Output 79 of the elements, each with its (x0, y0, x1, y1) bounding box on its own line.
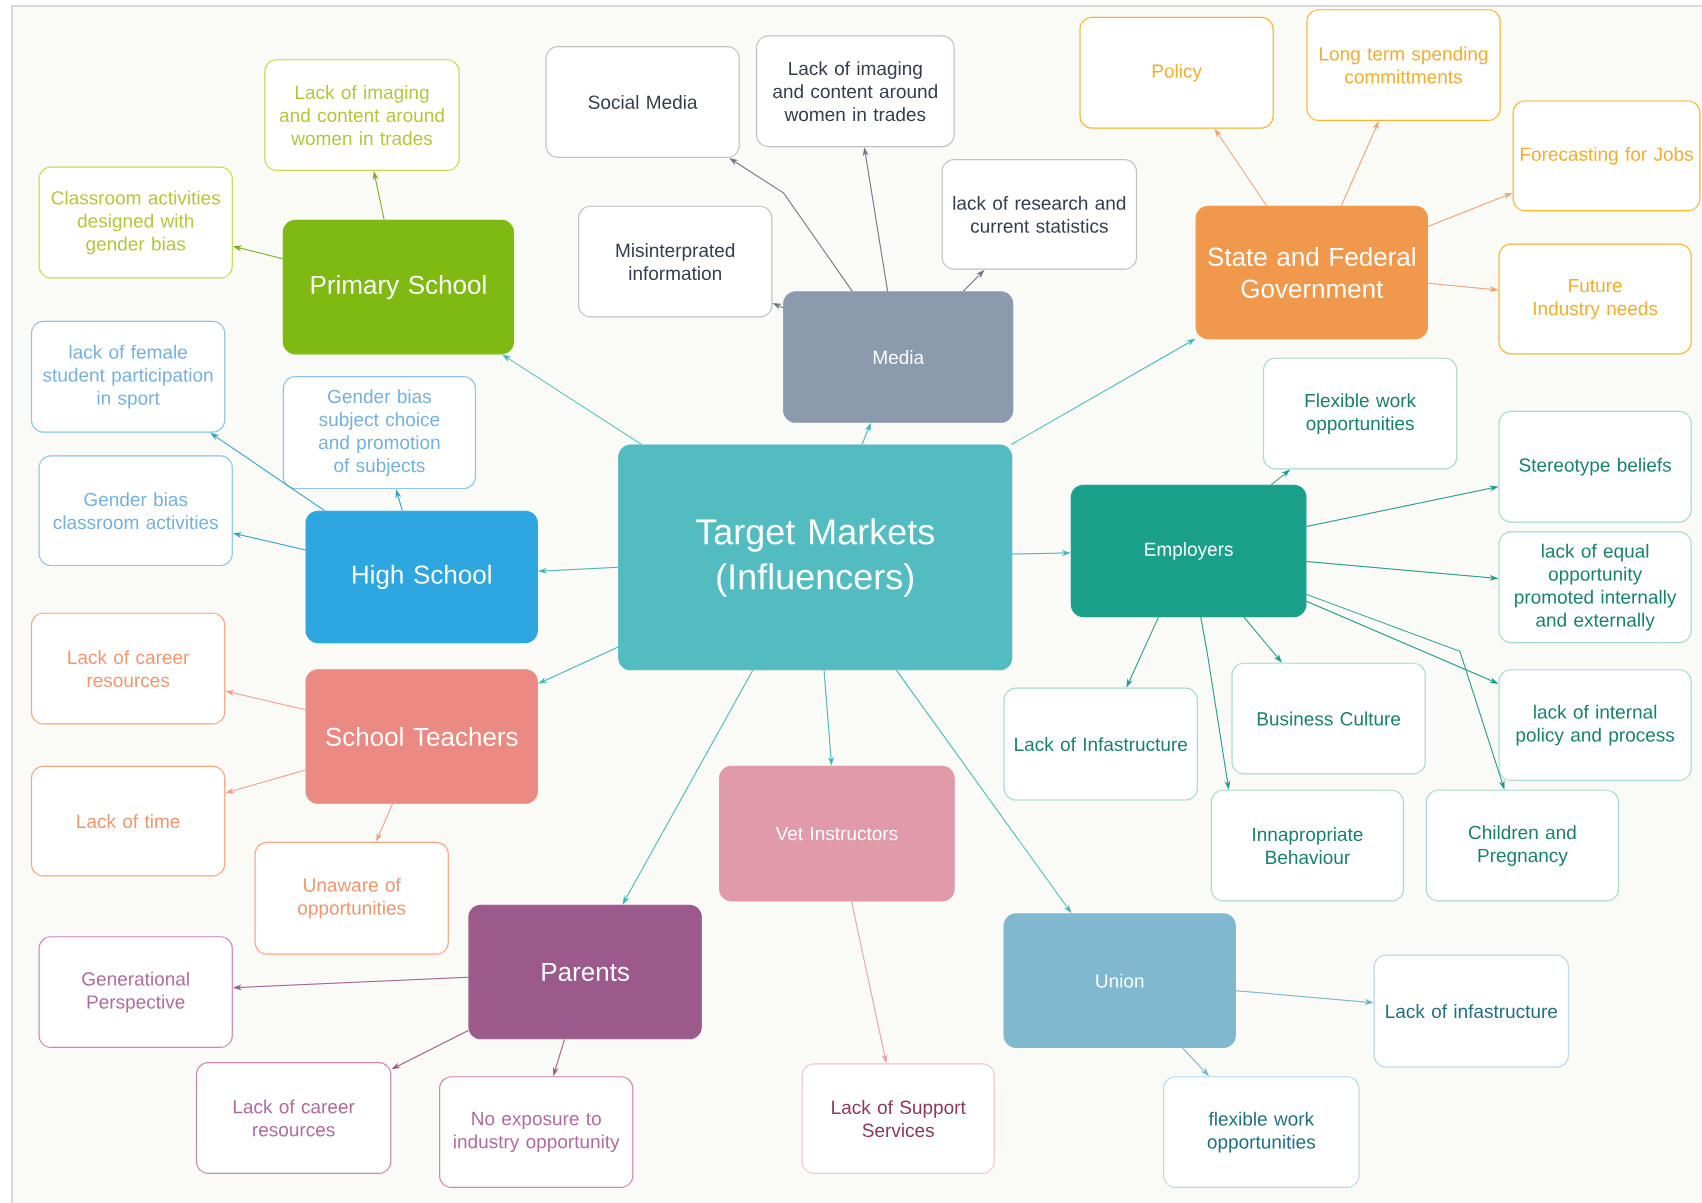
arrow (773, 303, 784, 309)
issue-box: Unaware of opportunities (254, 841, 449, 955)
issue-box: Generational Perspective (38, 936, 233, 1049)
issue-box: Lack of imaging and content around women in trades (264, 59, 460, 172)
issue-box: lack of female student participation in sport (30, 320, 226, 433)
arrow (962, 270, 984, 292)
arrow (233, 532, 306, 551)
arrow (896, 669, 1072, 913)
arrow (622, 669, 754, 904)
arrow (395, 490, 403, 512)
arrow (1182, 1047, 1209, 1076)
category-box: Union (1003, 913, 1236, 1049)
issue-box: Lack of career resources (195, 1062, 392, 1174)
arrow (1427, 282, 1498, 292)
issue-box: lack of equal opportunity promoted internally and externally (1498, 531, 1692, 644)
issue-box: Children and Pregnancy (1425, 789, 1620, 902)
arrow (1200, 616, 1230, 789)
issue-box: Long term spending committments (1306, 9, 1501, 122)
issue-box: Lack of Infastructure (1003, 687, 1198, 801)
arrow (553, 1038, 566, 1076)
arrow (538, 646, 619, 684)
issue-box: Lack of imaging and content around women in trades (755, 35, 955, 148)
arrow (234, 976, 469, 990)
category-box: State and Federal Government (1195, 205, 1428, 340)
arrow (1235, 990, 1373, 1005)
arrow (851, 901, 888, 1063)
category-box: Primary School (282, 219, 515, 355)
issue-box: Lack of Support Services (801, 1063, 995, 1174)
issue-box: Misinterprated information (578, 205, 773, 318)
arrow (1305, 485, 1498, 528)
issue-box: Policy (1079, 16, 1274, 129)
arrow (539, 566, 619, 574)
category-box: Parents (468, 904, 702, 1040)
arrow (1270, 470, 1290, 486)
arrow (210, 433, 326, 512)
arrow (1126, 616, 1159, 687)
arrow (863, 148, 889, 292)
arrow (226, 769, 306, 794)
arrow (392, 1030, 469, 1069)
issue-box: Stereotype beliefs (1498, 410, 1692, 523)
arrow (373, 172, 385, 221)
category-box: School Teachers (305, 669, 538, 804)
issue-box: Gender bias classroom activities (38, 455, 233, 567)
issue-box: Classroom activities designed with gender bias (38, 166, 233, 279)
issue-box: Innapropriate Behaviour (1210, 789, 1405, 902)
arrow (1243, 616, 1282, 662)
arrow (861, 423, 871, 445)
issue-box: Gender bias subject choice and promotion of subjects (282, 376, 477, 490)
issue-box: Future Industry needs (1498, 243, 1692, 355)
arrow (502, 354, 642, 445)
category-box: Media (783, 291, 1014, 423)
arrow (1305, 600, 1498, 684)
issue-box: Lack of time (30, 765, 226, 877)
issue-box: No exposure to industry opportunity (439, 1076, 634, 1189)
issue-box: Flexible work opportunities (1262, 357, 1458, 470)
category-box: Employers (1070, 484, 1307, 618)
arrow (226, 690, 306, 711)
arrow (1011, 550, 1070, 556)
arrow (1340, 122, 1379, 207)
arrow (233, 245, 284, 260)
issue-box: Business Culture (1231, 662, 1426, 775)
arrow (729, 158, 853, 292)
arrow (1427, 193, 1512, 227)
issue-box: Lack of infastructure (1373, 954, 1570, 1068)
arrow (1305, 560, 1498, 581)
issue-box: flexible work opportunities (1163, 1076, 1360, 1189)
issue-box: Social Media (545, 46, 740, 158)
arrow (1214, 129, 1268, 207)
issue-box: lack of research and current statistics (941, 159, 1138, 270)
issue-box: Forecasting for Jobs (1512, 100, 1701, 212)
category-box: High School (305, 510, 538, 644)
issue-box: lack of internal policy and process (1498, 669, 1692, 782)
issue-box: Lack of career resources (30, 612, 226, 725)
arrow (1010, 338, 1195, 445)
arrow (823, 669, 834, 765)
arrow (1305, 593, 1505, 789)
central-box: Target Markets (Influencers) (618, 444, 1013, 671)
arrow (376, 803, 394, 841)
category-box: Vet Instructors (719, 765, 955, 902)
